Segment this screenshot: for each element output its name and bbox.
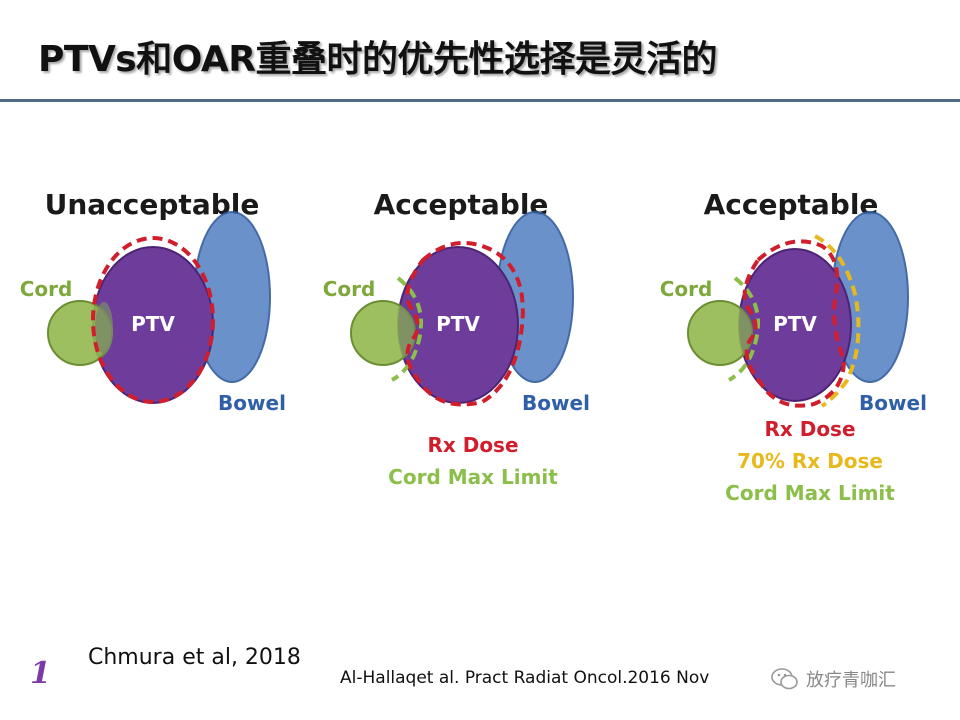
rx70-dose-line: [814, 234, 861, 408]
legend-rx-dose: Rx Dose: [764, 417, 855, 441]
legend-rx-dose: Rx Dose: [427, 433, 518, 457]
ptv-label: PTV: [131, 312, 175, 336]
panel-acceptable-1: Acceptable Cord PTV Bowel Rx Dose Cord M…: [323, 188, 590, 489]
author-citation: Chmura et al, 2018: [88, 645, 301, 670]
panel-unacceptable: Unacceptable Cord PTV Bowel: [20, 188, 286, 415]
rx-dose-line: [405, 241, 525, 407]
cord-label: Cord: [20, 277, 73, 301]
bowel-label: Bowel: [522, 391, 590, 415]
page-number: 1: [30, 656, 51, 691]
panel-heading: Acceptable: [374, 188, 549, 221]
rx-dose-line: [91, 236, 215, 404]
title-divider: [0, 99, 960, 102]
bowel-label: Bowel: [859, 391, 927, 415]
cord-label: Cord: [323, 277, 376, 301]
ptv-overlap-region: [95, 302, 113, 354]
cord-max-limit-line: [727, 276, 760, 382]
watermark-text: 放疗青咖汇: [806, 670, 896, 691]
legend-cord-max-limit: Cord Max Limit: [725, 481, 895, 505]
ptv-label: PTV: [773, 312, 817, 336]
panel-heading: Acceptable: [704, 188, 879, 221]
ptv-label: PTV: [436, 312, 480, 336]
slide-title: PTVs和OAR重叠时的优先性选择是灵活的: [38, 39, 717, 80]
cord-label: Cord: [660, 277, 713, 301]
legend-cord-max-limit: Cord Max Limit: [388, 465, 558, 489]
panel-acceptable-2: Acceptable Cord PTV Bowel Rx Dose 70% Rx…: [660, 188, 927, 505]
rx-dose-line: [742, 239, 847, 408]
watermark: 放疗青咖汇: [770, 662, 956, 696]
legend-70-rx-dose: 70% Rx Dose: [737, 449, 883, 473]
journal-citation: Al-Hallaqet al. Pract Radiat Oncol.2016 …: [340, 668, 710, 688]
bowel-label: Bowel: [218, 391, 286, 415]
wechat-logo-icon: [771, 668, 798, 690]
overlap-diagram: Unacceptable Cord PTV Bowel Acceptable C…: [20, 188, 927, 505]
cord-max-limit-line: [390, 276, 423, 382]
